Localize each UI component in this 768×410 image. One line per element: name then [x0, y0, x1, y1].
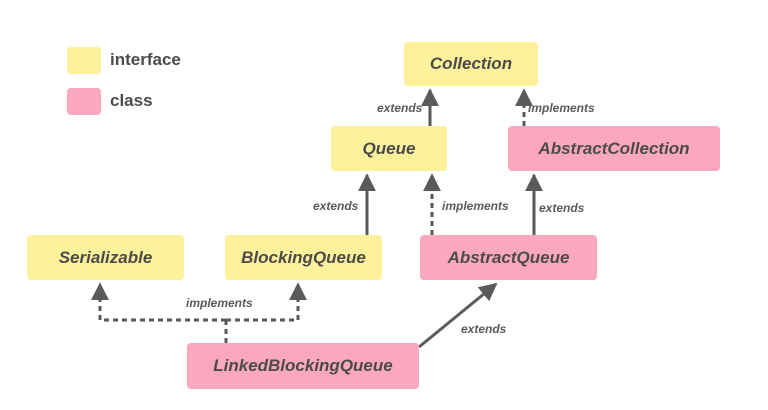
legend-class-label: class [110, 91, 153, 110]
legend-interface-label: interface [110, 50, 181, 69]
node-abstract-queue: AbstractQueue [420, 235, 597, 280]
edge-linkedblockingqueue-extends-abstractqueue [418, 282, 498, 349]
node-abstract-collection: AbstractCollection [508, 126, 720, 171]
edge-label-abstractcollection-implements: implements [528, 101, 595, 115]
edge-label-queue-extends: extends [377, 101, 423, 115]
edge-label-abstractqueue-implements: implements [442, 199, 509, 213]
node-queue: Queue [331, 126, 447, 171]
edge-label-blockingqueue-extends: extends [313, 199, 359, 213]
edge-label-abstractqueue-extends: extends [539, 201, 585, 215]
edge-label-linkedblockingqueue-extends: extends [461, 322, 507, 336]
node-blocking-queue: BlockingQueue [225, 235, 382, 280]
edge-label-linkedblockingqueue-implements: implements [186, 296, 253, 310]
node-linked-blocking-queue: LinkedBlockingQueue [187, 343, 419, 389]
legend-class-swatch [67, 88, 101, 115]
edge-linkedblockingqueue-implements-serializable [91, 282, 226, 322]
legend-interface-swatch [67, 47, 101, 74]
node-collection: Collection [404, 42, 538, 86]
edge-linkedblockingqueue-implements-blockingqueue [226, 282, 307, 322]
node-serializable: Serializable [27, 235, 184, 280]
